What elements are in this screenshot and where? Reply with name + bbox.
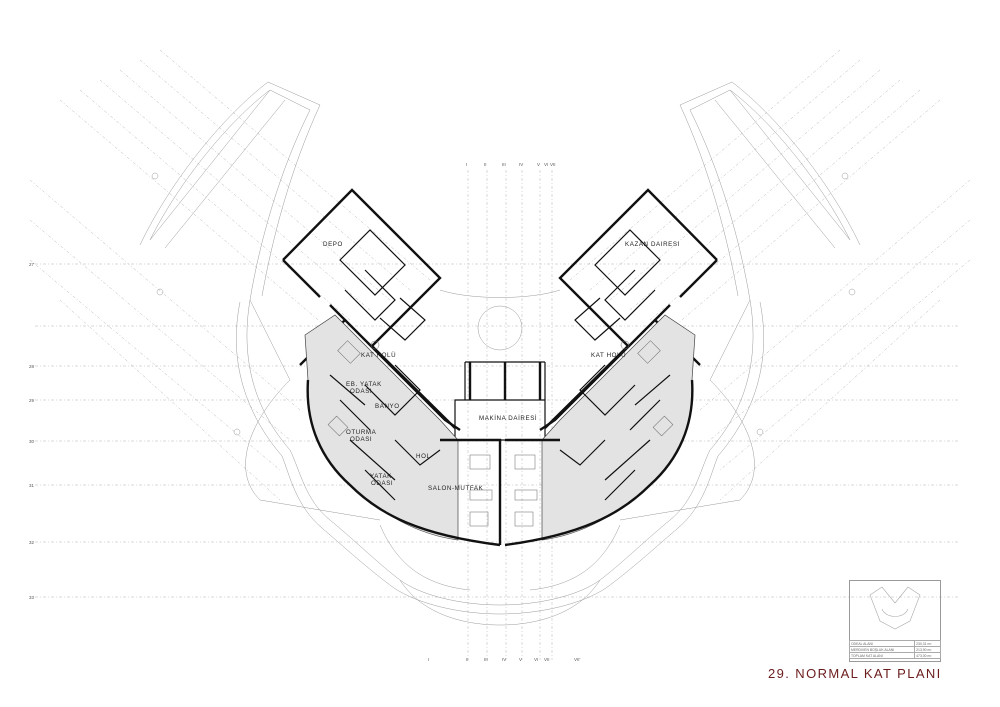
grid-label-bottom-7: VII [544, 657, 550, 662]
room-label-banyo: BANYO [375, 403, 400, 410]
grid-label-left-1: 27 [29, 262, 35, 267]
grid-lines-horizontal [35, 263, 960, 598]
grid-label-left-5: 31 [29, 483, 35, 488]
grid-label-bottom-8: VII' [574, 657, 581, 662]
grid-label-left-3: 29 [29, 398, 35, 403]
grid-label-top-2: II [484, 162, 487, 167]
grid-label-bottom-2: II [466, 657, 469, 662]
room-label-kat-holu-right: KAT HOLÜ [591, 352, 626, 359]
room-label-salon-mutfak: SALON-MUTFAK [428, 485, 484, 492]
room-label-depo: DEPO [323, 241, 343, 248]
grid-label-left-7: 33 [29, 595, 35, 600]
grid-label-top-3: III [502, 162, 506, 167]
grid-lines-vertical [467, 170, 553, 660]
grid-labels-top: I II III IV V VI VII [466, 162, 556, 167]
grid-label-bottom-5: V [519, 657, 522, 662]
roof-outline [139, 81, 861, 626]
room-label-yatak-1: YATAK [370, 473, 392, 480]
area-table: ODEAL ALANI 230,31 m² MERDIVEN BOŞLUK AL… [848, 640, 941, 659]
room-label-oturma-1: OTURMA [346, 429, 377, 436]
area-label: TOPLAM KAT ALANI [848, 652, 916, 659]
sheet-title: 29. NORMAL KAT PLANI [768, 666, 942, 681]
grid-label-left-2: 28 [29, 364, 35, 369]
grid-label-left-6: 32 [29, 540, 35, 545]
grid-lines-left [29, 49, 431, 501]
room-label-kazan-dairesi: KAZAN DAIRESI [625, 241, 680, 248]
grid-label-top-6: VI [544, 162, 548, 167]
grid-lines-right [569, 49, 971, 501]
grid-label-bottom-3: III [484, 657, 488, 662]
grid-label-left-4: 30 [29, 439, 35, 444]
area-row: TOPLAM KAT ALANI 473,00 m² [848, 652, 941, 659]
apartment-floors [304, 314, 696, 547]
room-label-makina-dairesi: MAKİNA DAİRESİ [479, 415, 537, 422]
room-labels: DEPO KAZAN DAIRESI KAT HOLÜ KAT HOLÜ MAK… [323, 241, 680, 492]
key-plan-thumbnail [869, 586, 921, 630]
grid-label-top-5: V [537, 162, 540, 167]
key-plan-box [849, 580, 941, 662]
grid-label-bottom-1: I [428, 657, 429, 662]
room-label-eb-yatak-2: ODASI [350, 388, 372, 395]
grid-label-top-1: I [466, 162, 467, 167]
room-label-hol: HOL [416, 453, 431, 460]
room-label-kat-holu-left: KAT HOLÜ [361, 352, 396, 359]
left-wing-walls [282, 188, 461, 431]
section-markers [151, 172, 856, 436]
room-label-eb-yatak-1: EB. YATAK [346, 381, 382, 388]
grid-label-bottom-6: VI [534, 657, 538, 662]
furniture [327, 340, 674, 527]
grid-labels-left: 27 28 29 30 31 32 33 [29, 262, 35, 600]
area-value: 473,00 m² [914, 652, 941, 659]
room-label-oturma-2: ODASI [350, 436, 372, 443]
grid-label-top-7: VII [550, 162, 556, 167]
grid-labels-bottom: I II III IV V VI VII VII' [428, 657, 581, 662]
room-label-yatak-2: ODASI [371, 480, 393, 487]
grid-label-bottom-4: IV [502, 657, 506, 662]
grid-label-top-4: IV [519, 162, 523, 167]
